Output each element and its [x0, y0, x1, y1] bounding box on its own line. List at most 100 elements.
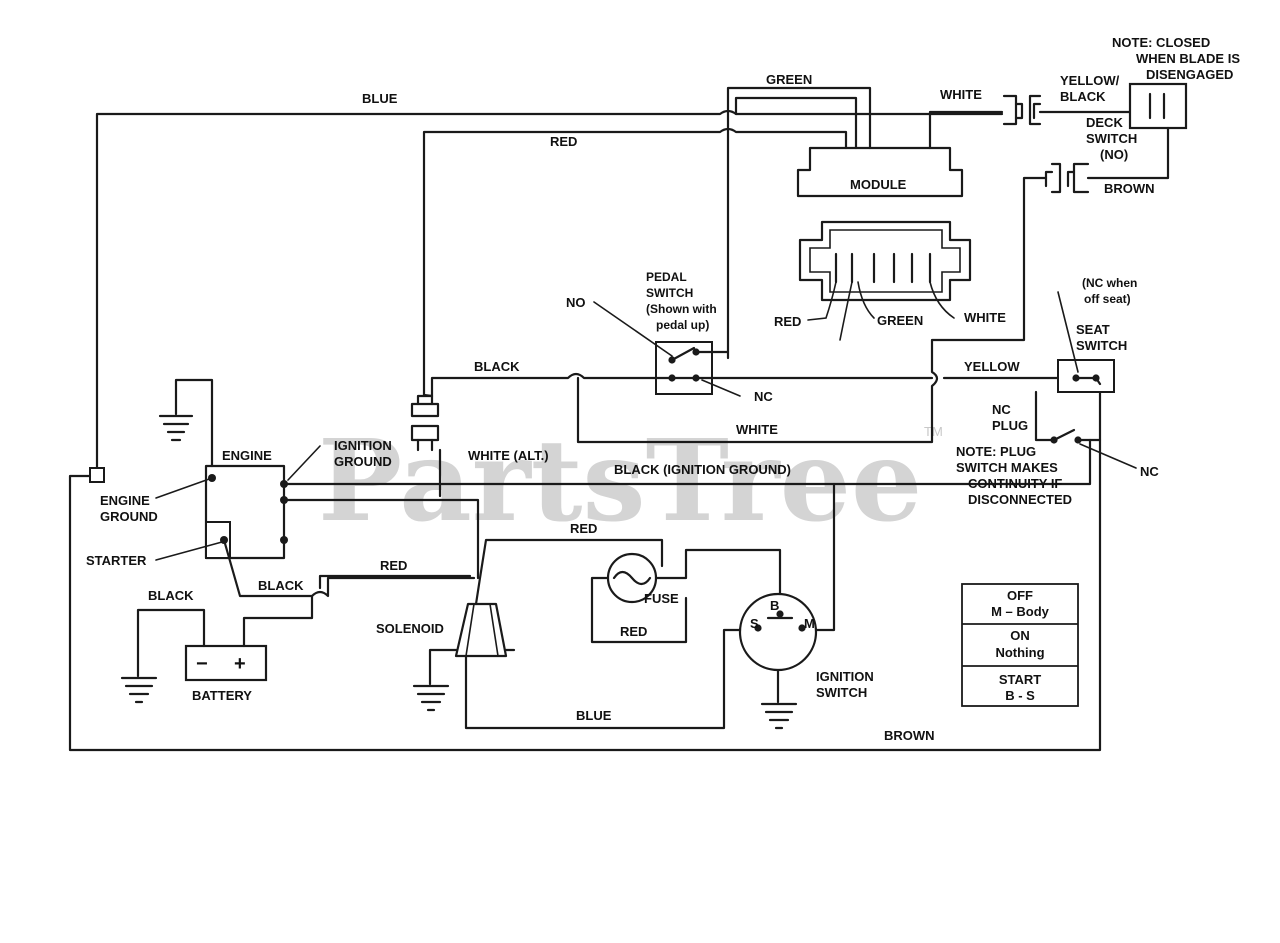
label-black-left: BLACK	[148, 588, 194, 603]
pedal-no-leader	[593, 301, 673, 357]
deck-connector-top	[1002, 94, 1132, 126]
wire-brown-bottom	[68, 382, 1102, 752]
seat-switch	[1057, 359, 1115, 393]
label-green-top: GREEN	[766, 72, 812, 87]
harness-pins	[834, 252, 932, 284]
label-note-plug-3: CONTINUITY IF	[968, 476, 1062, 491]
label-brown-top: BROWN	[1104, 181, 1155, 196]
conn-white-label: WHITE	[964, 310, 1006, 325]
label-deck-switch-2: SWITCH	[1086, 131, 1137, 146]
label-pedal-3: (Shown with	[646, 302, 717, 316]
ground-symbol-solenoid	[412, 684, 450, 712]
wire-black-mid	[430, 372, 674, 398]
label-note-closed-1: NOTE: CLOSED	[1112, 35, 1210, 50]
plug-nc-leader	[1079, 443, 1137, 469]
label-starter: STARTER	[86, 553, 147, 568]
label-nc-plug-2: PLUG	[992, 418, 1028, 433]
wire-green	[726, 86, 872, 360]
label-red-top: RED	[550, 134, 577, 149]
label-ign-s: S	[750, 616, 759, 631]
label-blue-top: BLUE	[362, 91, 398, 106]
wire-battery-red	[242, 594, 314, 648]
label-brown-bottom: BROWN	[884, 728, 935, 743]
label-white-alt: WHITE (ALT.)	[468, 448, 549, 463]
ground-symbol-engine	[158, 414, 194, 442]
table-start-state: START	[999, 672, 1041, 687]
inline-connector-ignition	[410, 394, 440, 452]
seat-nc-leader	[1057, 291, 1079, 373]
wire-solenoid-red	[474, 538, 664, 606]
battery	[184, 644, 268, 682]
wire-black-ign-ground	[282, 482, 480, 580]
label-seat-switch-1: SEAT	[1076, 322, 1110, 337]
label-black-starter: BLACK	[258, 578, 304, 593]
label-nc-off-seat-2: off seat)	[1084, 292, 1131, 306]
label-seat-switch-2: SWITCH	[1076, 338, 1127, 353]
leader-green	[857, 281, 875, 319]
wire-blue-bottom	[464, 628, 742, 730]
harness-plug-outer	[798, 220, 972, 302]
label-pedal-no: NO	[566, 295, 586, 310]
ignition-ground-leader	[287, 445, 321, 481]
deck-switch	[1128, 82, 1188, 130]
harness-plug-inner	[809, 229, 961, 293]
label-engine-ground-1: ENGINE	[100, 493, 150, 508]
seat-to-brown	[1094, 376, 1102, 386]
label-fuse: FUSE	[644, 591, 679, 606]
engine-ground-leader	[155, 477, 213, 499]
label-solenoid: SOLENOID	[376, 621, 444, 636]
wire-red-starter	[318, 574, 472, 590]
label-yellow-black-2: BLACK	[1060, 89, 1106, 104]
label-ignition-ground-2: GROUND	[334, 454, 392, 469]
solenoid	[454, 602, 508, 658]
wire-red-join	[422, 393, 434, 398]
label-black-ign-ground: BLACK (IGNITION GROUND)	[614, 462, 791, 477]
label-engine: ENGINE	[222, 448, 272, 463]
leader-red-2	[839, 281, 853, 341]
label-yellow-mid: YELLOW	[964, 359, 1020, 374]
blue-ground-terminal	[89, 467, 105, 483]
wire-fuse-red	[590, 576, 688, 644]
leader-red	[807, 281, 837, 321]
starter-leader	[155, 541, 223, 561]
label-deck-switch-1: DECK	[1086, 115, 1123, 130]
label-pedal-1: PEDAL	[646, 270, 687, 284]
label-ignition-ground-1: IGNITION	[334, 438, 392, 453]
ignition-switch-table: OFF M – Body ON Nothing START B - S	[961, 583, 1079, 707]
label-note-closed-3: DISENGAGED	[1146, 67, 1233, 82]
conn-green-label: GREEN	[877, 313, 923, 328]
label-deck-switch-3: (NO)	[1100, 147, 1128, 162]
deck-connector-bottom	[576, 162, 1090, 444]
module-body	[796, 146, 964, 198]
wire-ign-m	[814, 482, 836, 632]
label-nc-off-seat-1: (NC when	[1082, 276, 1137, 290]
conn-red-label: RED	[774, 314, 801, 329]
wire-white-alt	[438, 438, 1092, 498]
wire-white-top	[928, 110, 1004, 150]
table-on-circuit: Nothing	[995, 645, 1044, 660]
label-ign-m: M	[804, 616, 815, 631]
watermark-trademark: TM	[924, 424, 943, 439]
battery-plus: +	[234, 653, 246, 675]
label-yellow-black-1: YELLOW/	[1060, 73, 1120, 88]
module-label: MODULE	[850, 177, 907, 192]
label-engine-ground-2: GROUND	[100, 509, 158, 524]
label-nc-plug-1: NC	[992, 402, 1011, 417]
ground-symbol-ignition	[760, 702, 798, 730]
label-blue-bottom: BLUE	[576, 708, 612, 723]
plug-switch-contact	[1052, 428, 1076, 442]
ground-symbol-battery	[120, 676, 158, 704]
label-white-top: WHITE	[940, 87, 982, 102]
label-note-plug-4: DISCONNECTED	[968, 492, 1072, 507]
partstree-watermark: PartsTree	[318, 416, 922, 547]
label-red-solenoid-top: RED	[570, 521, 597, 536]
label-black-mid: BLACK	[474, 359, 520, 374]
wire-green-2	[734, 96, 858, 150]
label-ignition-switch-2: SWITCH	[816, 685, 867, 700]
label-ignition-switch-1: IGNITION	[816, 669, 874, 684]
pedal-nc-leader	[701, 379, 741, 397]
table-off-circuit: M – Body	[991, 604, 1050, 619]
label-note-plug-2: SWITCH MAKES	[956, 460, 1058, 475]
